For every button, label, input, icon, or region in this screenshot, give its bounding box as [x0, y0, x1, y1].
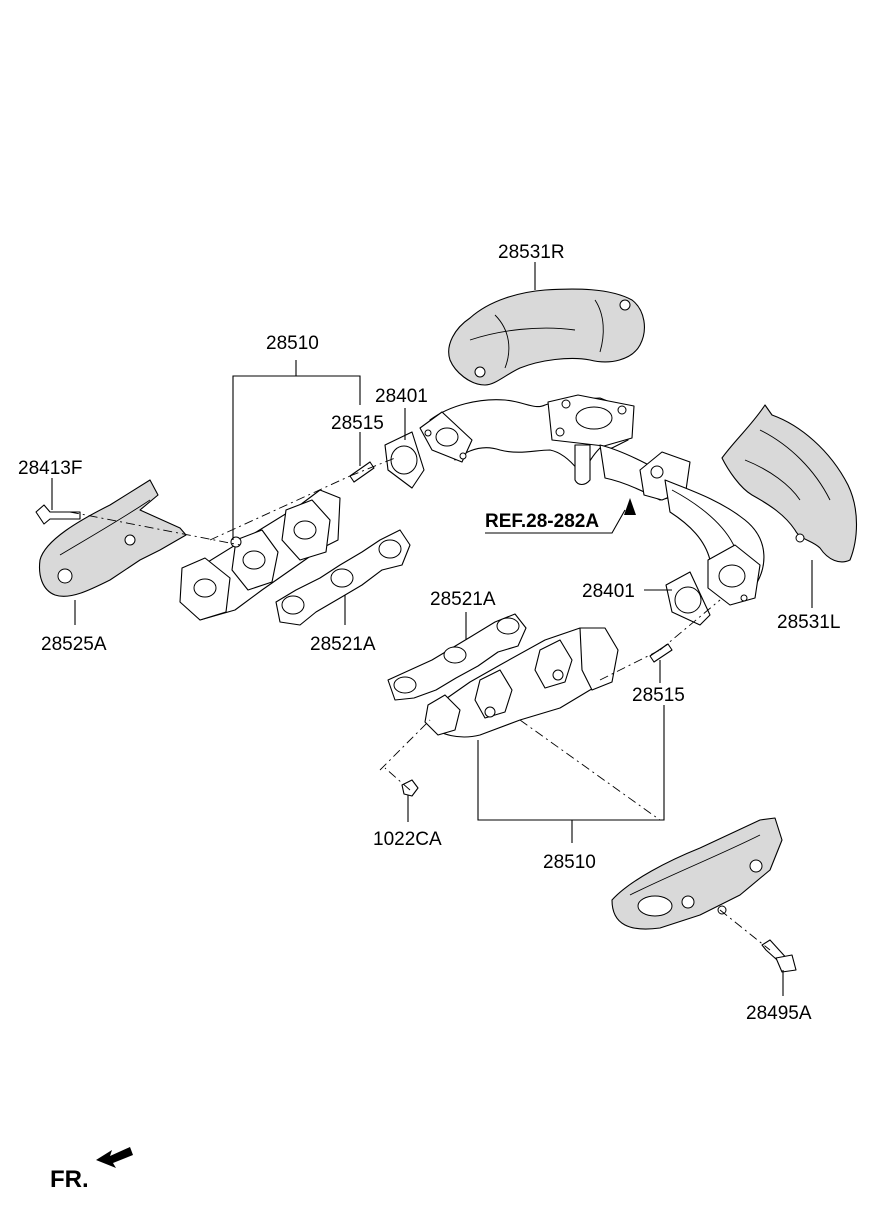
gasket-right — [665, 571, 711, 626]
label-28515-left: 28515 — [331, 413, 384, 434]
bolt-right — [761, 939, 797, 973]
front-direction-arrow-icon — [96, 1147, 133, 1168]
label-28510-right: 28510 — [543, 852, 596, 873]
orientation-marker: FR. — [50, 1147, 133, 1193]
label-28510-left: 28510 — [266, 333, 319, 354]
reference-arrow-icon — [624, 498, 636, 515]
label-28413f: 28413F — [18, 458, 82, 479]
label-1022ca: 1022CA — [373, 829, 442, 850]
manifold-gasket-right — [387, 613, 527, 701]
gasket-left — [384, 431, 425, 489]
nut — [401, 779, 419, 797]
fr-label: FR. — [50, 1166, 89, 1193]
label-28521a-right: 28521A — [430, 589, 496, 610]
exhaust-manifold-right — [424, 627, 619, 738]
crossover-pipe-assembly — [419, 394, 765, 606]
leader-lines — [51, 262, 813, 996]
label-28515-right: 28515 — [632, 685, 685, 706]
bolt-left — [35, 504, 81, 525]
label-28401-right: 28401 — [582, 581, 635, 602]
label-28531l: 28531L — [777, 612, 840, 633]
label-28525a: 28525A — [41, 634, 107, 655]
label-28531r: 28531R — [498, 242, 565, 263]
label-28521a-left: 28521A — [310, 634, 376, 655]
part-labels: 28531R 28510 28401 28515 28413F REF.28-2… — [18, 242, 840, 1024]
manifold-gasket-left — [275, 529, 411, 626]
stud-left — [349, 461, 375, 483]
label-28401-left: 28401 — [375, 386, 428, 407]
heat-shield-28531l — [721, 404, 857, 563]
heat-shield-28531r — [448, 288, 645, 386]
label-28495a: 28495A — [746, 1003, 812, 1024]
heat-protector-left — [38, 479, 187, 597]
heat-protector-right — [611, 817, 783, 930]
alignment-lines — [69, 457, 771, 951]
exhaust-manifold-left — [179, 489, 341, 621]
label-ref-28-282a: REF.28-282A — [485, 511, 599, 532]
